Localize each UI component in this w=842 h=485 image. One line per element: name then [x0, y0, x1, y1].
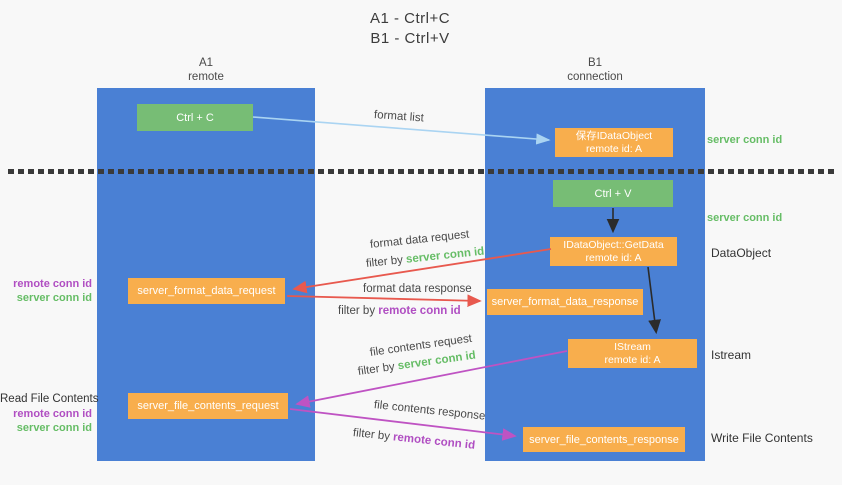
arrow-getdata-to-istream	[647, 266, 661, 335]
istream-label: IStream	[614, 340, 651, 353]
annotation-server-conn-id-mid: server conn id	[707, 212, 783, 224]
node-istream: IStream remote id: A	[568, 339, 697, 368]
save-idataobject-remote-id: remote id: A	[585, 142, 643, 155]
column-a1-subtitle: remote	[188, 71, 224, 83]
getdata-remote-id: remote id: A	[585, 251, 642, 264]
node-server-file-contents-response: server_file_contents_response	[523, 427, 685, 452]
node-server-file-contents-request: server_file_contents_request	[128, 393, 288, 419]
node-ctrl-c: Ctrl + C	[137, 104, 253, 131]
annotation-left-mid-ids: remote conn id server conn id	[0, 277, 92, 305]
node-save-idataobject: 保存IDataObject remote id: A	[555, 128, 673, 157]
filter-by-text: filter by	[338, 305, 379, 317]
diagram-title: A1 - Ctrl+C B1 - Ctrl+V	[290, 9, 530, 49]
save-idataobject-label: 保存IDataObject	[575, 129, 653, 142]
node-server-format-data-request: server_format_data_request	[128, 278, 285, 304]
label-format-data-response: format data response	[363, 283, 472, 295]
column-header-b1: B1 connection	[485, 56, 705, 84]
server-format-data-response-label: server_format_data_response	[491, 296, 639, 308]
left-bottom-server-conn-id: server conn id	[16, 422, 92, 434]
server-file-contents-request-label: server_file_contents_request	[137, 400, 279, 412]
ctrl-v-label: Ctrl + V	[594, 187, 632, 200]
annotation-read-file-contents: Read File Contents	[0, 393, 99, 405]
server-format-data-request-label: server_format_data_request	[137, 285, 276, 297]
arrow-format-list	[252, 116, 551, 145]
arrow-file-contents-response	[289, 408, 517, 441]
node-ctrl-v: Ctrl + V	[553, 180, 673, 207]
server-file-contents-response-label: server_file_contents_response	[529, 433, 679, 446]
session-divider-dotted-line	[8, 169, 834, 174]
annotation-dataobject: DataObject	[711, 246, 772, 260]
annotation-server-conn-id-top: server conn id	[707, 134, 783, 146]
annotation-left-bottom-ids: remote conn id server conn id	[0, 407, 92, 435]
ctrl-c-label: Ctrl + C	[176, 111, 214, 124]
node-idataobject-getdata: IDataObject::GetData remote id: A	[550, 237, 677, 266]
node-server-format-data-response: server_format_data_response	[487, 289, 643, 315]
annotation-istream: Istream	[711, 348, 752, 362]
arrow-file-contents-request	[295, 350, 568, 408]
left-mid-server-conn-id: server conn id	[16, 292, 92, 304]
column-b1-name: B1	[587, 57, 603, 69]
left-bottom-remote-conn-id: remote conn id	[13, 408, 92, 420]
title-line-b1: B1 - Ctrl+V	[370, 30, 450, 47]
arrow-format-data-request	[292, 248, 552, 294]
column-b1-subtitle: connection	[567, 71, 623, 83]
column-a1-name: A1	[198, 57, 214, 69]
annotation-write-file-contents: Write File Contents	[711, 431, 813, 445]
getdata-label: IDataObject::GetData	[563, 238, 664, 251]
istream-remote-id: remote id: A	[604, 353, 661, 366]
label-filter-format-response: filter by remote conn id	[338, 305, 461, 317]
filter-value-remote-conn-id: remote conn id	[378, 305, 461, 317]
left-mid-remote-conn-id: remote conn id	[13, 278, 92, 290]
title-line-a1: A1 - Ctrl+C	[369, 10, 451, 27]
arrow-format-data-response	[286, 294, 482, 307]
column-header-a1: A1 remote	[97, 56, 315, 84]
